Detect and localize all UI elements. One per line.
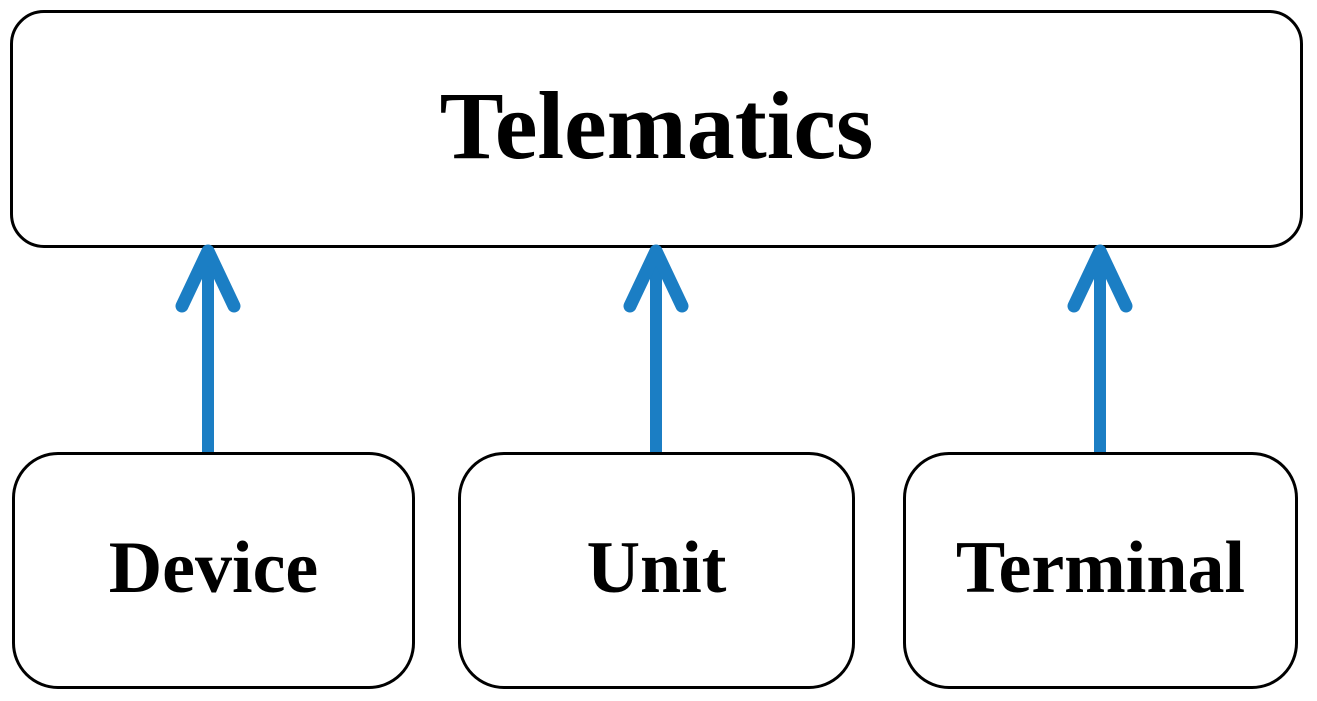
node-unit-label: Unit (586, 526, 727, 609)
arrow-head-icon (175, 244, 241, 313)
arrow-head-icon (1067, 244, 1133, 313)
node-device: Device (12, 452, 415, 689)
arrow-head-icon (623, 244, 689, 313)
arrow-terminal-to-telematics (1067, 244, 1133, 454)
node-terminal-label: Terminal (955, 526, 1246, 609)
arrow-unit-to-telematics (623, 244, 689, 454)
node-telematics-label: Telematics (439, 72, 874, 179)
node-device-label: Device (108, 526, 319, 609)
arrow-device-to-telematics (175, 244, 241, 454)
node-terminal: Terminal (903, 452, 1298, 689)
node-unit: Unit (458, 452, 855, 689)
node-telematics: Telematics (10, 10, 1303, 248)
